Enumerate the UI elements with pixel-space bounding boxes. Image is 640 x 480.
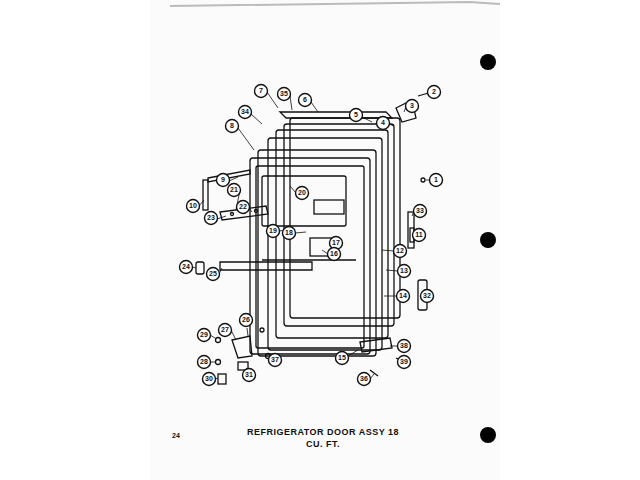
callout-number: 30 (199, 374, 219, 384)
callout-number: 38 (394, 341, 414, 351)
callout-number: 2 (424, 87, 444, 97)
callout-number: 31 (239, 370, 259, 380)
callout-number: 24 (176, 262, 196, 272)
callout-number: 39 (394, 357, 414, 367)
callout-number: 16 (324, 249, 344, 259)
callout-number: 25 (203, 269, 223, 279)
callout-number: 4 (373, 118, 393, 128)
callout-number: 15 (332, 353, 352, 363)
callout-number: 5 (346, 110, 366, 120)
callout-number: 1 (426, 175, 446, 185)
page-number: 24 (166, 431, 186, 441)
callout-number: 13 (394, 266, 414, 276)
callout-number: 34 (235, 107, 255, 117)
callout-number: 9 (213, 175, 233, 185)
callout-number: 17 (326, 238, 346, 248)
callout-number: 12 (390, 246, 410, 256)
callout-number: 23 (201, 213, 221, 223)
callout-number: 20 (292, 188, 312, 198)
callout-number: 28 (194, 357, 214, 367)
callout-number: 6 (295, 95, 315, 105)
callout-number: 18 (279, 228, 299, 238)
callout-number: 19 (263, 226, 283, 236)
callout-number: 29 (194, 330, 214, 340)
callout-number: 10 (183, 201, 203, 211)
callout-number: 33 (410, 206, 430, 216)
callout-number: 21 (224, 185, 244, 195)
callout-number: 32 (417, 291, 437, 301)
callout-number: 3 (402, 101, 422, 111)
callout-number: 8 (222, 121, 242, 131)
callout-number: 22 (233, 202, 253, 212)
callout-number: 35 (274, 89, 294, 99)
callout-number: 11 (409, 230, 429, 240)
callout-number: 14 (393, 291, 413, 301)
callout-number: 27 (215, 325, 235, 335)
callout-number: 36 (354, 374, 374, 384)
callout-number: 37 (265, 355, 285, 365)
callout-number: 26 (236, 315, 256, 325)
diagram-title: REFRIGERATOR DOOR ASSY 18 CU. FT. (238, 426, 408, 450)
callout-number: 7 (251, 86, 271, 96)
